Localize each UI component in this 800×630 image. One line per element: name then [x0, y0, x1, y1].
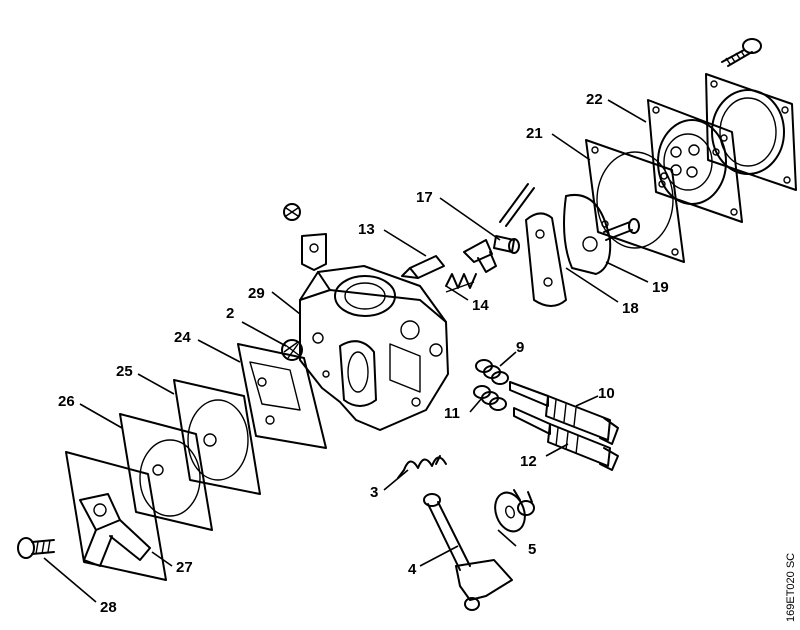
- washer-5: [494, 491, 526, 533]
- callout-12: 12: [520, 453, 537, 470]
- callout-2: 2: [226, 305, 234, 322]
- spring-9: [475, 359, 509, 385]
- screw-17: [493, 235, 520, 254]
- metering-lever: [463, 239, 497, 273]
- adjusting-needle-10: [509, 381, 619, 445]
- callout-28: 28: [100, 599, 117, 616]
- callout-19: 19: [652, 279, 669, 296]
- gasket-26: [119, 413, 213, 531]
- metering-diaphragm-19: [563, 193, 640, 275]
- carburetor-body: [299, 265, 449, 431]
- screw-5-small: [513, 489, 535, 516]
- callout-27: 27: [176, 559, 193, 576]
- callout-10: 10: [598, 385, 615, 402]
- callout-29: 29: [248, 285, 265, 302]
- callout-21: 21: [526, 125, 543, 142]
- pump-cover-plate: [705, 73, 797, 191]
- screw-small: [283, 203, 301, 221]
- drawing-code: 169ET020 SC: [785, 553, 797, 622]
- callout-11: 11: [444, 405, 460, 422]
- callout-3: 3: [370, 484, 378, 501]
- callout-14: 14: [472, 297, 489, 314]
- pump-diaphragm-22: [647, 99, 743, 223]
- gasket-24: [237, 343, 327, 449]
- screw-28: [17, 537, 55, 559]
- strainer-2: [281, 339, 303, 361]
- spring-3: [397, 455, 447, 479]
- callout-5: 5: [528, 541, 536, 558]
- retaining-clip: [301, 233, 327, 271]
- plate-18: [525, 212, 567, 307]
- callout-22: 22: [586, 91, 603, 108]
- callout-4: 4: [408, 561, 417, 578]
- pin: [499, 183, 535, 227]
- callout-25: 25: [116, 363, 133, 380]
- callout-18: 18: [622, 300, 639, 317]
- shaft-4: [423, 493, 513, 611]
- spring-14: [445, 273, 477, 293]
- inlet-needle-13: [401, 255, 445, 279]
- callout-24: 24: [174, 329, 191, 346]
- callout-9: 9: [516, 339, 524, 356]
- callout-13: 13: [358, 221, 375, 238]
- diaphragm-25: [173, 379, 261, 495]
- spring-11: [473, 385, 507, 411]
- adjusting-needle-12: [513, 407, 619, 471]
- cover-27: [65, 451, 167, 581]
- gasket-21: [585, 139, 685, 263]
- callout-26: 26: [58, 393, 75, 410]
- callout-17: 17: [416, 189, 433, 206]
- leader-lines: [43, 99, 649, 603]
- top-screw: [721, 38, 762, 67]
